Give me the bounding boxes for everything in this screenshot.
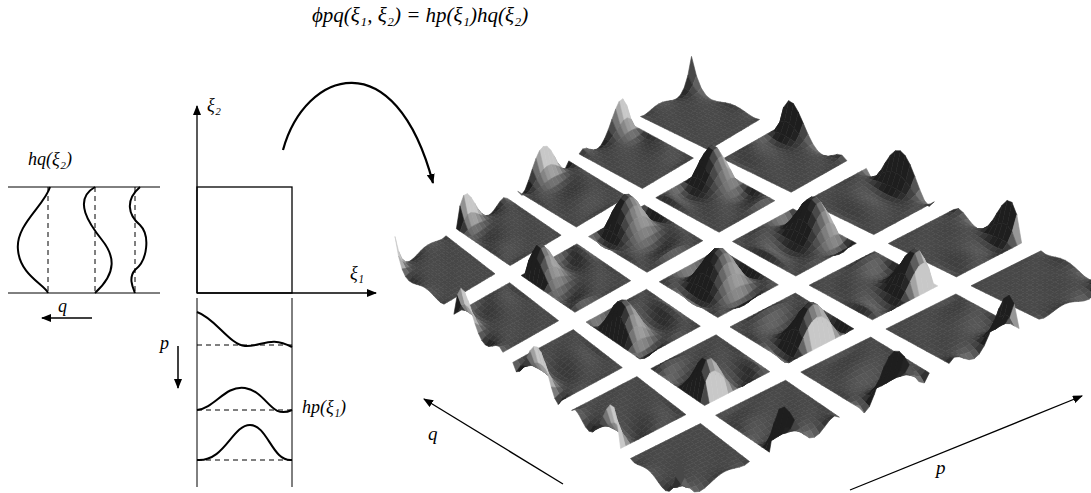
hp-panel — [178, 298, 292, 487]
hq-panel — [8, 187, 160, 318]
basis-function-grid — [395, 56, 1091, 492]
basis-surface — [641, 56, 760, 149]
basis-surface — [395, 236, 495, 304]
p-direction-arrow — [850, 396, 1082, 490]
q-direction-arrow — [424, 399, 563, 484]
mapping-arrow — [283, 83, 433, 183]
